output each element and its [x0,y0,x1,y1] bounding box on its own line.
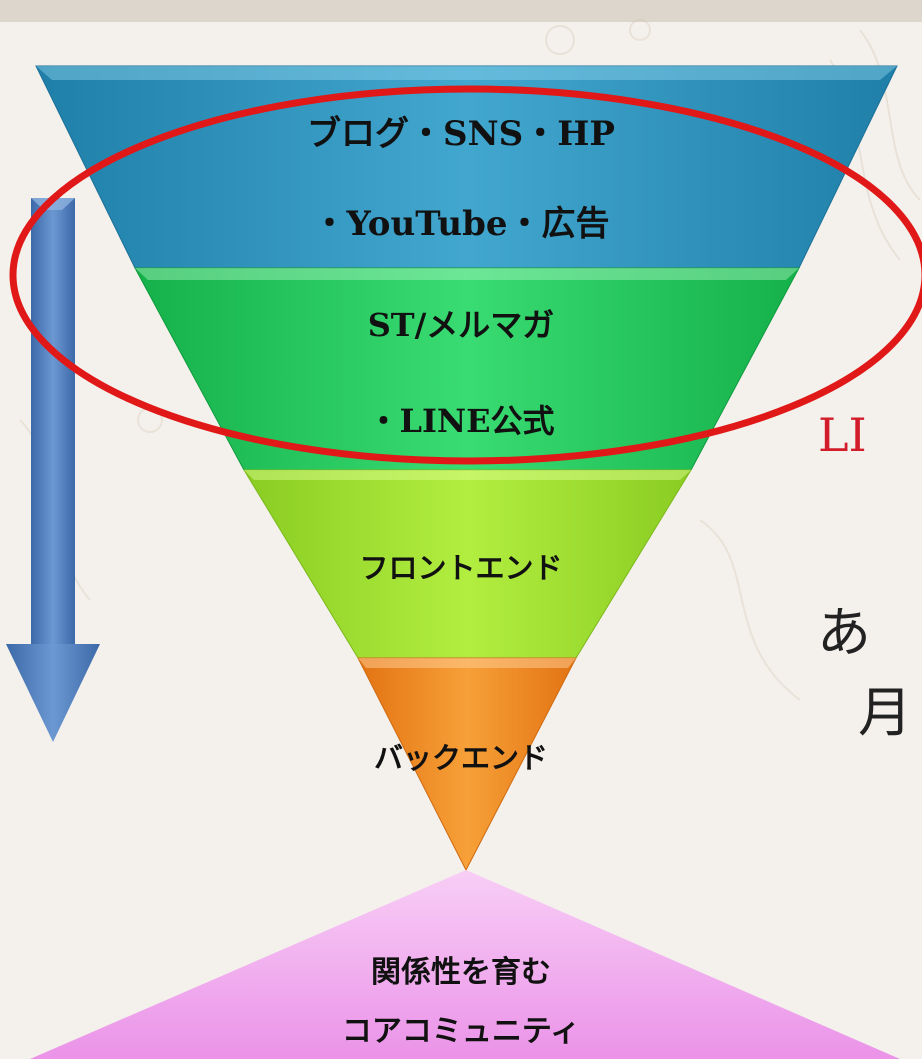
tier1-label-line1: ブログ・SNS・HP [307,114,615,154]
side-text-red: LI [818,408,867,462]
core-label-line2: コアコミュニティ [341,1014,581,1049]
highlight-ellipse [9,85,922,465]
side-text-black-2: 月 [858,681,912,744]
core-label-line1: 関係性を育む [371,955,551,990]
side-text-black-1: あ [817,601,871,664]
top-band [0,0,922,22]
tier1-label-line2: ・YouTube・広告 [312,204,610,244]
tier3-label: フロントエンド [359,551,563,585]
tier4-label: バックエンド [373,741,548,775]
down-arrow-icon [6,198,100,742]
tier2-label-line2: ・LINE公式 [367,402,555,440]
core-community-triangle [30,870,900,1059]
tier2-label-line1: ST/メルマガ [367,306,555,344]
